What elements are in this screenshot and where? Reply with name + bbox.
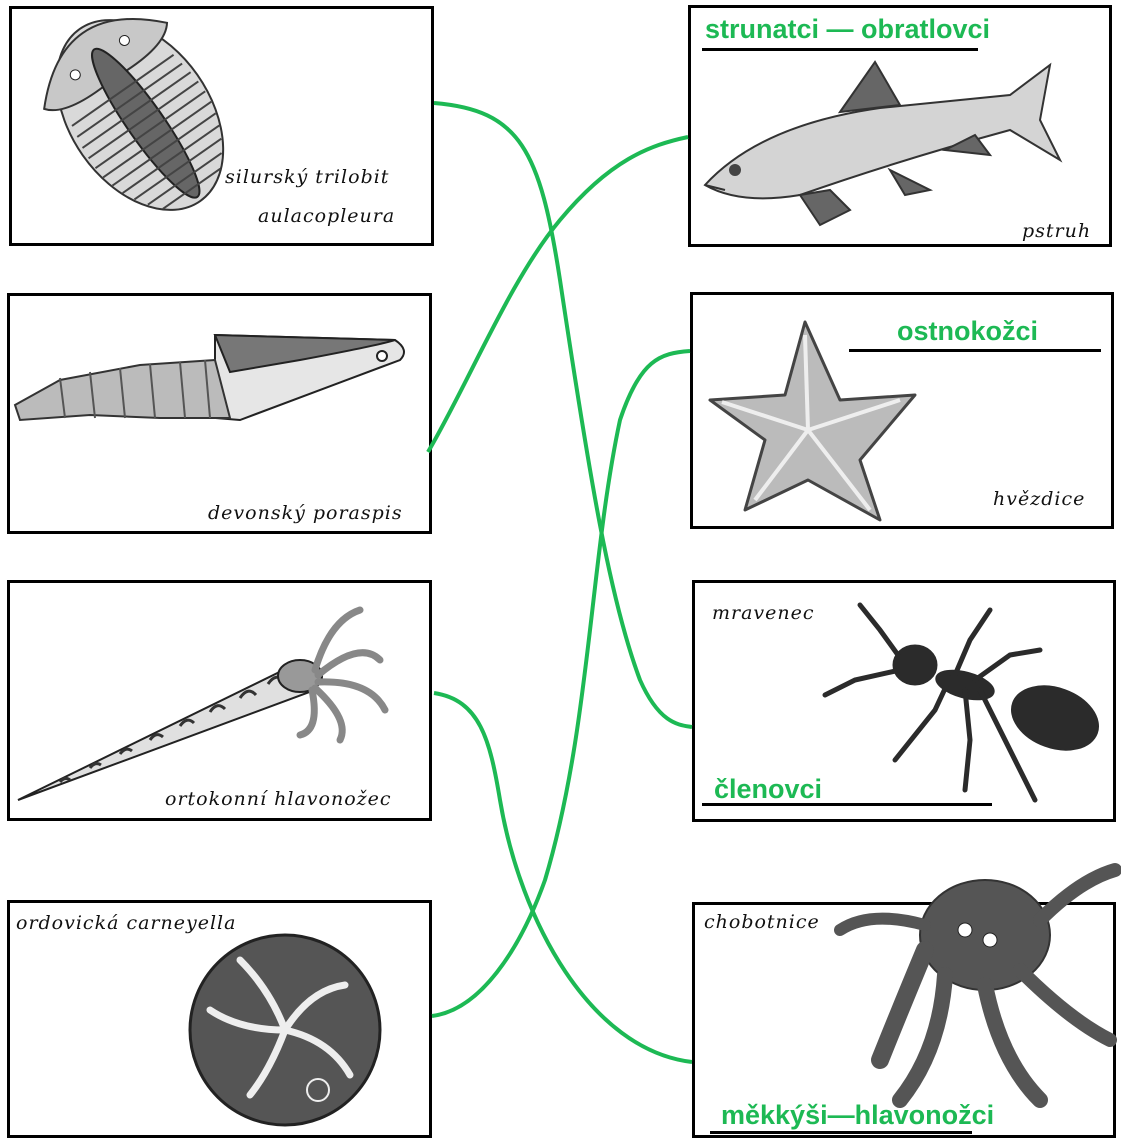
connector-orthocone-octopus [434, 693, 692, 1062]
group-label-molluscs: měkkýši—hlavonožci [721, 1100, 994, 1131]
caption-octopus: chobotnice [704, 911, 820, 933]
trout-icon [705, 62, 1060, 225]
group-label-chordates: strunatci — obratlovci [705, 14, 990, 45]
caption-trout: pstruh [1022, 220, 1091, 242]
ant-icon [825, 605, 1108, 800]
octopus-icon [840, 870, 1115, 1100]
connector-trilobite-ant [434, 103, 692, 727]
trilobite-icon [18, 0, 261, 244]
group-label-echinoderms: ostnokožci [897, 316, 1038, 347]
caption-ant: mravenec [712, 602, 815, 624]
connectors [428, 103, 692, 1062]
caption-carneyella: ordovická carneyella [16, 912, 236, 934]
caption-trilobite-line1: silurský trilobit [225, 166, 389, 188]
orthocone-cephalopod-icon [18, 610, 385, 800]
edrioasteroid-icon [190, 935, 380, 1125]
underline-arthropods [702, 803, 992, 806]
caption-trilobite-line2: aulacopleura [258, 205, 395, 227]
caption-orthocone: ortokonní hlavonožec [165, 788, 392, 810]
connector-poraspis-trout [428, 137, 688, 452]
underline-molluscs [710, 1131, 972, 1134]
underline-chordates [702, 48, 978, 51]
connector-carneyella-starfish [432, 351, 690, 1016]
caption-poraspis: devonský poraspis [208, 502, 403, 524]
jawless-fish-icon [15, 335, 404, 420]
underline-echinoderms [849, 349, 1101, 352]
group-label-arthropods: členovci [714, 774, 822, 805]
caption-starfish: hvězdice [993, 488, 1085, 510]
